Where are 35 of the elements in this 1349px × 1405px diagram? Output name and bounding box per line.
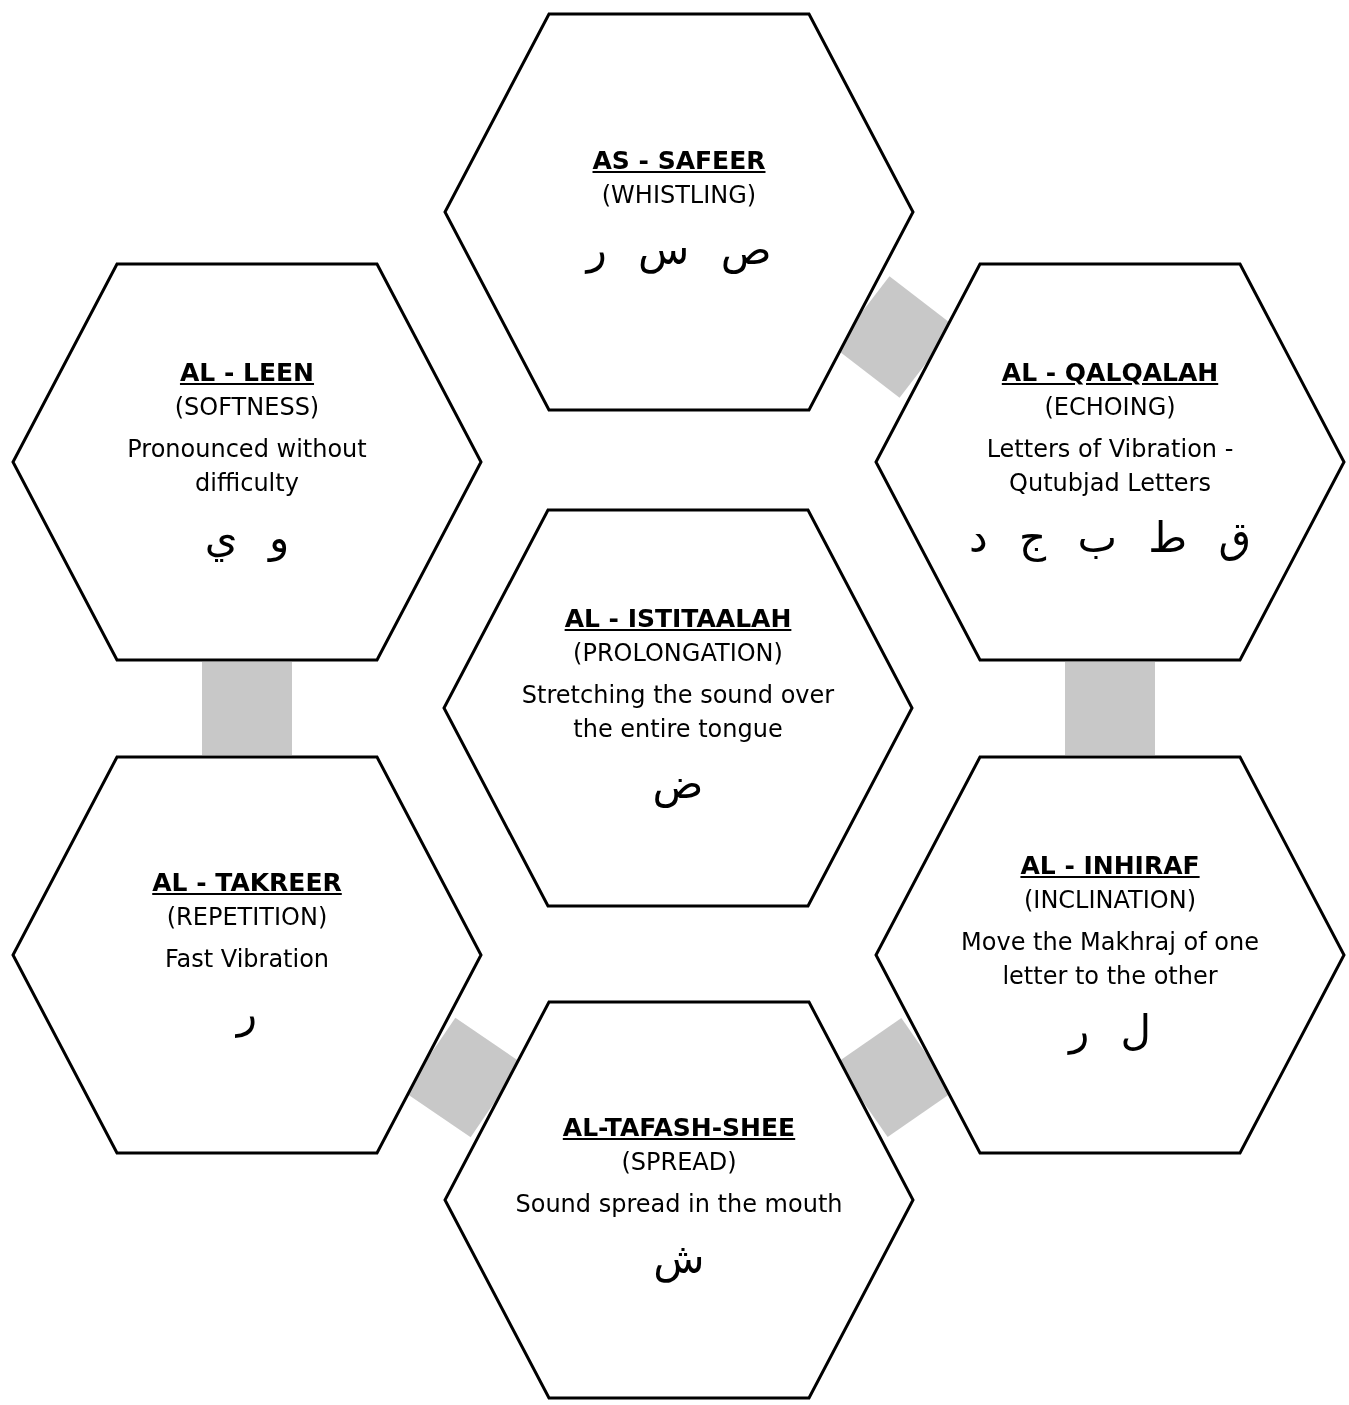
description-text: Letters of Vibration - Qutubjad Letters bbox=[985, 434, 1235, 499]
arabic-letters: و ي bbox=[204, 512, 290, 564]
description-text: Pronounced without difficulty bbox=[126, 434, 368, 499]
hexagon-shape bbox=[874, 262, 1346, 662]
term-heading: AL - QALQALAH bbox=[1001, 357, 1219, 389]
arabic-letters: ل ر bbox=[1068, 1005, 1152, 1057]
connector-band bbox=[1065, 662, 1155, 755]
arabic-letters: ش bbox=[653, 1233, 705, 1285]
translation-label: (SOFTNESS) bbox=[174, 392, 320, 423]
term-heading: AL - TAKREER bbox=[152, 867, 342, 899]
term-heading: AL - INHIRAF bbox=[1020, 850, 1200, 882]
translation-label: (ECHOING) bbox=[1044, 392, 1176, 423]
term-heading: AL - ISTITAALAH bbox=[564, 603, 792, 635]
arabic-letters: ص س ر bbox=[586, 224, 772, 276]
arabic-letters: ق ط ب ج د bbox=[968, 512, 1252, 564]
description-text: Move the Makhraj of one letter to the other bbox=[960, 927, 1260, 992]
description-text: Stretching the sound over the entire tongue bbox=[520, 680, 836, 745]
arabic-letters: ر bbox=[236, 988, 258, 1040]
hexagon-shape bbox=[874, 755, 1346, 1155]
translation-label: (WHISTLING) bbox=[601, 180, 757, 211]
translation-label: (PROLONGATION) bbox=[573, 638, 783, 669]
term-heading: AL-TAFASH-SHEE bbox=[562, 1112, 796, 1144]
term-heading: AS - SAFEER bbox=[592, 145, 766, 177]
hexagon-shape bbox=[442, 508, 914, 908]
hexagon-shape bbox=[11, 755, 483, 1155]
description-text: Sound spread in the mouth bbox=[515, 1189, 843, 1220]
hexagon-shape bbox=[443, 1000, 915, 1400]
translation-label: (SPREAD) bbox=[621, 1147, 737, 1178]
hexagon-shape bbox=[443, 12, 915, 412]
term-heading: AL - LEEN bbox=[179, 357, 315, 389]
description-text: Fast Vibration bbox=[164, 944, 330, 975]
arabic-letters: ض bbox=[652, 758, 704, 810]
translation-label: (REPETITION) bbox=[166, 902, 328, 933]
hexagon-shape bbox=[11, 262, 483, 662]
translation-label: (INCLINATION) bbox=[1023, 885, 1197, 916]
